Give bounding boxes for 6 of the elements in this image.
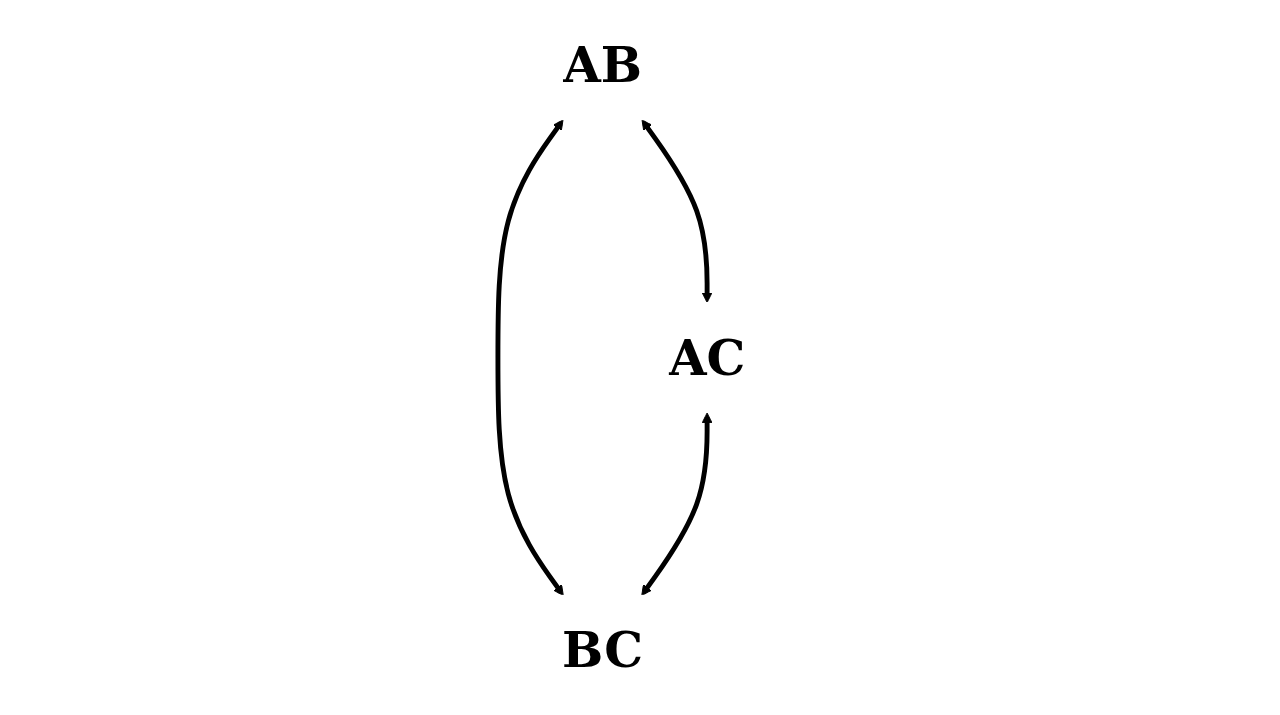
- node-text: AB: [562, 35, 643, 93]
- arrow: [495, 119, 564, 596]
- arrow: [641, 412, 713, 596]
- arrow: [641, 119, 713, 304]
- node-text: BC: [562, 621, 644, 679]
- node-text: AC: [668, 328, 746, 386]
